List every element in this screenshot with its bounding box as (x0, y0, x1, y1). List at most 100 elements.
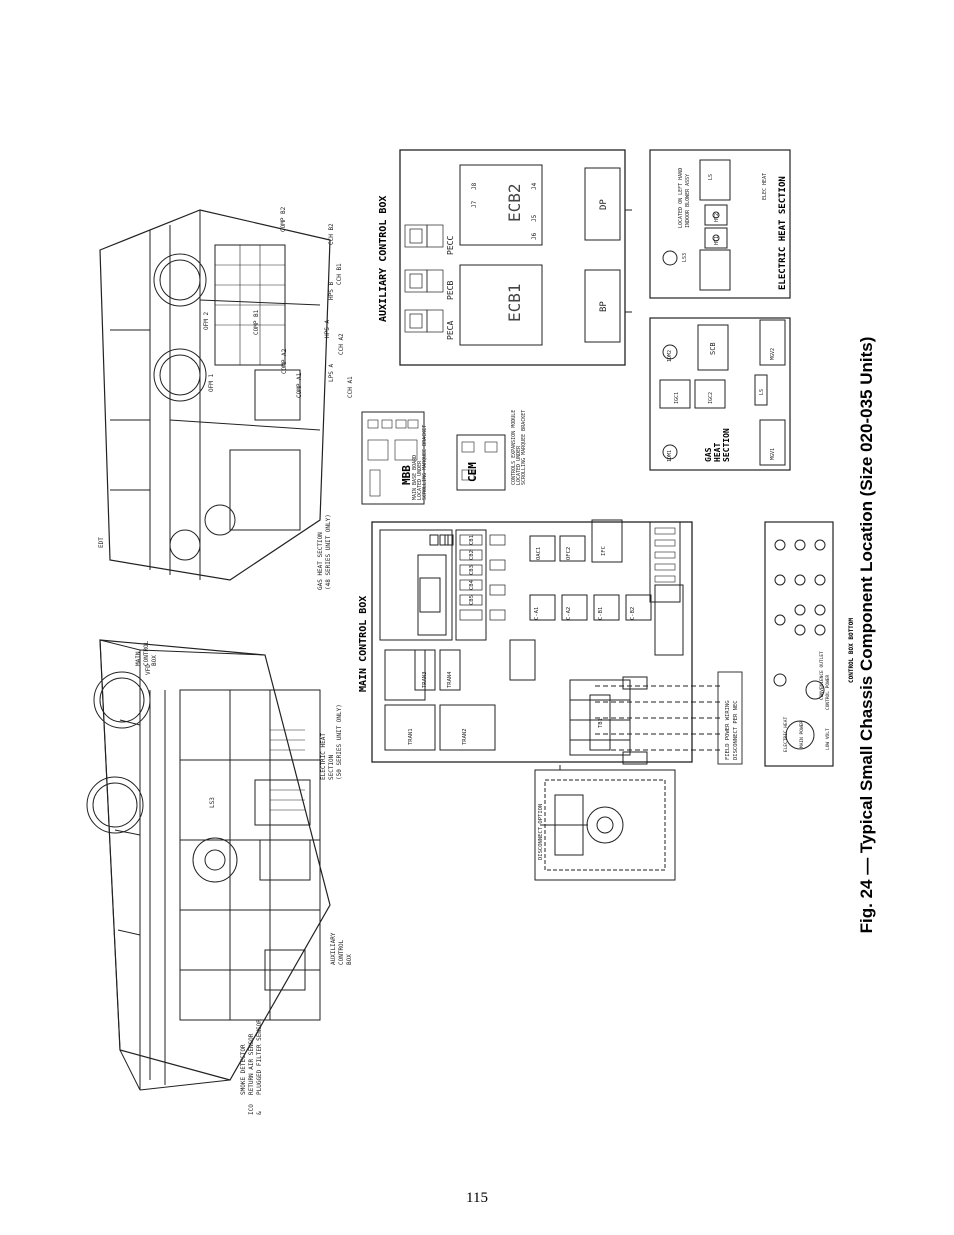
callout-prefix-ico: ICO (248, 1104, 255, 1115)
mbb-cem-labels: MBB MAIN BASE BOARD LOCATED UNDER SCROLL… (400, 410, 527, 500)
electric-heat-labels: ELECTRIC HEAT SECTION HT1 HT2 LS LS3 ELE… (678, 168, 788, 290)
gas-heat-section (649, 317, 791, 471)
mbb-note-1: MAIN BASE BOARD (412, 455, 418, 500)
main-control-box (371, 519, 743, 881)
breaker-cb3: CB3 (469, 565, 475, 575)
cbb-item-main-power: MAIN POWER (799, 721, 805, 748)
figure-caption: Fig. 24 — Typical Small Chassis Componen… (852, 337, 882, 934)
page-number: 115 (466, 1190, 488, 1206)
electric-heat-title: ELECTRIC HEAT SECTION (778, 176, 788, 290)
callout-cch-b1: CCH B1 (336, 263, 343, 285)
aux-jack-j5: J5 (531, 214, 538, 222)
contactor-c-a2: C-A2 (566, 607, 572, 620)
callout-hps-a: HPS A (324, 320, 331, 338)
gas-heat-label-2: (48 SERIES UNIT ONLY) (325, 514, 332, 590)
aux-control-box-title: AUXILIARY CONTROL BOX (378, 196, 389, 322)
aux-board-ecb1: ECB1 (505, 283, 524, 322)
callout-lps-a: LPS A (328, 364, 335, 382)
elec-heat-label-1: ELECTRIC HEAT (320, 733, 327, 780)
cem-note-1: CONTROLS EXPANSION MODULE (511, 410, 517, 485)
main-control-box-labels: MAIN CONTROL BOX C-A1 C-A2 C-B1 C-B2 OAC… (358, 535, 739, 860)
elec-item-elec-heat: ELEC HEAT (762, 173, 768, 200)
aux-control-box (399, 149, 632, 366)
callout-hps-b: HPS B (328, 282, 335, 300)
comp-a2-label: COMP A2 (281, 348, 288, 374)
aux-relay-peca: PECA (446, 321, 455, 340)
aux-module-bp: BP (599, 301, 609, 312)
callout-return-air-sensor: RETURN AIR SENSOR (248, 1033, 255, 1095)
elec-item-ht2: HT2 (714, 213, 720, 222)
electric-heat-section (649, 149, 791, 299)
cem-note-2: LOCATED UNDER (516, 445, 522, 485)
breaker-cb2: CB2 (469, 550, 475, 560)
transformer-tran4: TRAN4 (447, 671, 453, 688)
gas-item-scb: SCB (709, 342, 717, 355)
ls3-label: LS3 (209, 797, 216, 808)
aux-jack-j4: J4 (531, 182, 538, 190)
aux-jack-j8: J8 (471, 182, 478, 190)
gas-item-ls: LS (759, 389, 765, 395)
mbb-name: MBB (400, 465, 413, 485)
callout-cch-a1: CCH A1 (347, 376, 354, 398)
gas-item-igc1: IGC1 (674, 392, 680, 404)
unit-right-labels: EDT OFM 2 OFM 1 COMP B2 COMP B1 COMP A2 … (98, 206, 354, 590)
comp-a1-label: COMP A1 (296, 372, 303, 398)
contactor-c-a1: C-A1 (534, 607, 540, 620)
aux-label-2: CONTROL (338, 939, 345, 965)
main-control-box-title: MAIN CONTROL BOX (358, 596, 369, 692)
aux-jack-j6: J6 (531, 232, 538, 240)
elec-item-ls: LS (708, 174, 714, 180)
comp-b2-label: COMP B2 (280, 206, 287, 232)
aux-label-3: BOX (346, 954, 353, 965)
comp-b1-label: COMP B1 (253, 309, 260, 335)
elec-heat-label-2: SECTION (328, 754, 335, 780)
callout-prefix-amp: & (256, 1111, 263, 1115)
aux-relay-pecc: PECC (446, 236, 455, 255)
transformer-tran1: TRAN1 (408, 728, 414, 745)
terminal-tb1: TB1 (598, 718, 604, 728)
elec-item-ht1: HT1 (714, 236, 720, 245)
elec-heat-note-1: LOCATED ON LEFT HAND (678, 168, 684, 228)
callout-plugged-filter-sensor: PLUGGED FILTER SENSOR (256, 1019, 263, 1095)
gas-heat-label-1: GAS HEAT SECTION (317, 532, 324, 590)
figure-caption-text: Fig. 24 — Typical Small Chassis Componen… (857, 336, 876, 934)
aux-label-1: AUXILIARY (330, 932, 337, 965)
vfd-label: VFD (145, 664, 152, 675)
gas-item-mgv1: MGV1 (770, 448, 776, 460)
cem-name: CEM (466, 462, 479, 482)
elec-heat-note-2: INDOOR BLOWER ASSY (685, 174, 691, 228)
aux-jack-j7: J7 (471, 200, 478, 208)
main-box-label-1: MAIN (135, 651, 142, 666)
relay-ifc: IFC (601, 546, 607, 556)
main-box-label-3: BOX (151, 655, 158, 666)
breaker-cb5: CB5 (469, 595, 475, 605)
cbb-item-electric-heat: ELECTRIC HEAT (783, 716, 789, 752)
gas-item-mgv2: MGV2 (770, 348, 776, 360)
gas-heat-title-2: HEAT (713, 443, 722, 462)
cbb-item-control-power: CONTROL POWER (825, 674, 831, 710)
aux-control-box-labels: AUXILIARY CONTROL BOX ECB1 ECB2 PECA PEC… (378, 182, 609, 340)
gas-heat-title-3: SECTION (722, 428, 731, 462)
cem-board (456, 434, 506, 491)
breaker-cb4: CB4 (469, 579, 475, 590)
aux-relay-pecb: PECB (446, 281, 455, 300)
gas-item-idm1: IDM1 (667, 450, 673, 462)
cbb-item-convenience-outlet: CONVENIENCE OUTLET (819, 651, 825, 700)
control-box-bottom-labels: CONTROL BOX BOTTOM ELECTRIC HEAT MAIN PO… (783, 618, 855, 752)
control-box-bottom (764, 521, 834, 767)
field-wiring-1: FIELD POWER WIRING (725, 700, 731, 760)
main-box-label-2: CONTROL (143, 640, 150, 666)
disconnect-option: DISCONNECT OPTION (538, 804, 544, 860)
aux-module-dp: DP (599, 199, 609, 210)
relay-ofc2: OFC2 (566, 547, 572, 560)
mbb-board (361, 411, 425, 505)
gas-heat-title-1: GAS (704, 447, 713, 462)
unit-left-labels: SMOKE DETECTOR RETURN AIR SENSOR PLUGGED… (135, 640, 353, 1115)
callout-cch-a2: CCH A2 (338, 333, 345, 355)
unit-right-drawing (99, 209, 331, 581)
gas-item-idm2: IDM2 (667, 350, 673, 362)
contactor-c-b2: C-B2 (630, 607, 636, 620)
contactor-c-b1: C-B1 (598, 607, 604, 620)
control-box-bottom-title: CONTROL BOX BOTTOM (848, 618, 855, 683)
